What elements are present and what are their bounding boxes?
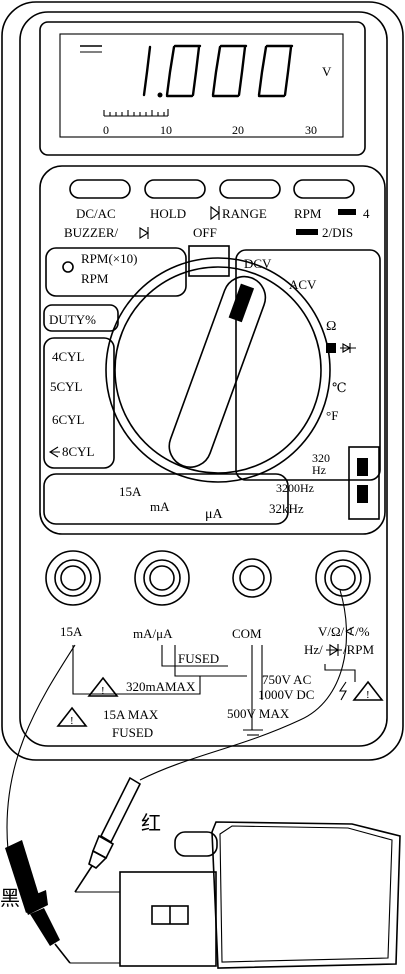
meter-inner-body (19, 11, 388, 747)
duty-label: DUTY% (49, 312, 96, 327)
continuity-square-icon (326, 343, 336, 353)
warning-triangle-icon: ! (87, 676, 119, 697)
diode-icon (210, 205, 220, 221)
ma-range-label: mA (150, 499, 170, 514)
jack-com[interactable] (232, 558, 272, 598)
rpm-indicator-icon (62, 261, 74, 273)
svg-text:!: ! (70, 715, 74, 727)
dis-mode-bar-icon (296, 229, 318, 235)
lcd-bargraph (103, 109, 169, 117)
hz-3200-label: 3200Hz (276, 481, 314, 495)
lcd-digits (142, 44, 294, 98)
a15-max-label: 15A MAX (103, 707, 159, 722)
scale-tick-label: 30 (305, 123, 317, 137)
ma-warning-bracket (161, 645, 228, 667)
cyl-4-label: 4CYL (52, 349, 85, 364)
dwell-angle-icon (48, 446, 60, 458)
jack-v-ohm-label: V/Ω/∢/% (318, 624, 370, 639)
red-probe-label: 红 (141, 812, 161, 835)
fused-a15-label: FUSED (112, 725, 153, 740)
khz-label: 32kHz (269, 501, 304, 516)
slide-switch-knob (357, 485, 368, 503)
ua-range-label: μA (205, 507, 224, 522)
hold-button[interactable] (144, 179, 206, 199)
high-voltage-icon (338, 681, 347, 701)
jack-diode-icon (326, 644, 342, 656)
acv-label: ACV (289, 277, 317, 292)
dial-pointer (168, 275, 267, 468)
range-button[interactable] (219, 179, 281, 199)
hz-unit-label: Hz (312, 463, 326, 477)
rpm-button[interactable] (293, 179, 355, 199)
celsius-label: ℃ (332, 380, 347, 395)
rpm-mode-bar-icon (338, 209, 356, 215)
a15-range-label: 15A (119, 484, 142, 499)
ac-max-label: 750V AC (262, 672, 311, 687)
jack-rpm-label: /RPM (343, 642, 375, 657)
black-lead-wire (6, 644, 76, 851)
jack-ma-ua[interactable] (134, 550, 190, 606)
jack-v-ohm[interactable] (315, 550, 371, 606)
red-lead-wire (139, 589, 348, 781)
scale-tick-label: 0 (103, 123, 109, 137)
warning-triangle-icon: ! (56, 706, 88, 727)
svg-text:!: ! (101, 685, 105, 697)
rpm-suffix-label: 4 (363, 206, 370, 221)
slide-switch[interactable] (348, 446, 380, 520)
diode-test-icon (340, 343, 356, 353)
jack-15a-label: 15A (60, 624, 83, 639)
jack-com-label: COM (232, 626, 262, 641)
control-panel (39, 165, 386, 535)
ohm-label: Ω (326, 319, 336, 334)
hz-320-label: 320 (312, 451, 330, 465)
dis-suffix-label: 2/DIS (322, 225, 353, 240)
meter-outer-body (1, 1, 404, 761)
hold-label: HOLD (150, 206, 186, 221)
cyl-5-label: 5CYL (50, 379, 83, 394)
rpm-position-label: RPM (81, 271, 109, 286)
jack-ma-ua-label: mA/μA (133, 626, 173, 641)
dcv-label: DCV (244, 256, 272, 271)
lcd-unit: V (322, 64, 332, 79)
off-label: OFF (193, 225, 217, 240)
rpm-label: RPM (294, 206, 322, 221)
scale-tick-label: 10 (160, 123, 172, 137)
rotary-selector-dial[interactable] (105, 257, 331, 483)
jack-hz-label: Hz/ (304, 642, 323, 657)
component-under-test (70, 821, 401, 969)
warning-triangle-icon: ! (352, 680, 384, 701)
dc-ac-label: DC/AC (76, 206, 116, 221)
ma-fused-bracket (174, 645, 247, 677)
current-range-section (43, 473, 289, 525)
cyl-6-label: 6CYL (52, 412, 85, 427)
dc-max-label: 1000V DC (258, 687, 314, 702)
red-probe (74, 776, 142, 893)
buzzer-label: BUZZER/ (64, 225, 119, 240)
ma-max-label: 320mAMAX (126, 679, 196, 694)
a15-warning-bracket (72, 645, 201, 695)
slide-switch-knob (357, 458, 368, 476)
v-jack-bracket (324, 664, 356, 682)
voltage-function-section (235, 249, 381, 481)
fahrenheit-label: °F (326, 408, 338, 423)
jack-15a[interactable] (45, 550, 101, 606)
svg-text:!: ! (366, 689, 370, 701)
cylinder-section (43, 337, 115, 469)
v-max-label: 500V MAX (227, 706, 290, 721)
range-label: RANGE (222, 206, 267, 221)
black-probe-label: 黑 (0, 888, 20, 910)
dc-ac-button[interactable] (69, 179, 131, 199)
buzzer-diode-icon (139, 227, 150, 239)
fused-label: FUSED (178, 651, 219, 666)
cyl-8-label: 8CYL (62, 444, 95, 459)
lcd-display: V 0 10 20 30 (39, 21, 366, 156)
rpm-x10-label: RPM(×10) (81, 251, 137, 266)
black-probe (5, 840, 71, 964)
scale-tick-label: 20 (232, 123, 244, 137)
